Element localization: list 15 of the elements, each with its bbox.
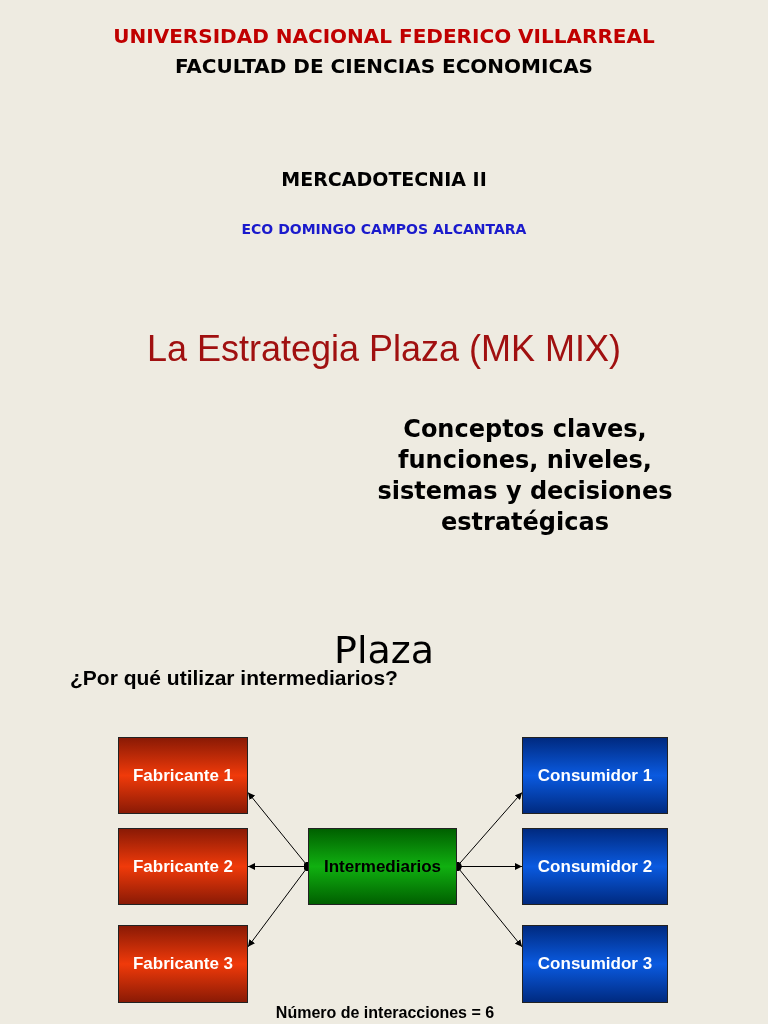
process-box: Fabricante 2 xyxy=(118,828,248,905)
subtitle-text: Conceptos claves, funciones, niveles, sistemas y decisiones estratégicas xyxy=(376,414,674,538)
note-text: Número de interacciones = 6 xyxy=(274,1004,496,1022)
process-box: Intermediarios xyxy=(308,828,457,905)
course-title: MERCADOTECNIA II xyxy=(280,168,488,190)
process-box: Fabricante 1 xyxy=(118,737,248,814)
heading-text: FACULTAD DE CIENCIAS ECONOMICAS xyxy=(174,54,594,78)
process-box: Consumidor 3 xyxy=(522,925,668,1003)
process-box: Fabricante 3 xyxy=(118,925,248,1003)
process-box: Consumidor 2 xyxy=(522,828,668,905)
question-text: ¿Por qué utilizar intermediarios? xyxy=(70,666,399,690)
slide-title: La Estrategia Plaza (MK MIX) xyxy=(145,328,623,370)
process-box: Consumidor 1 xyxy=(522,737,668,814)
heading-text: UNIVERSIDAD NACIONAL FEDERICO VILLARREAL xyxy=(112,24,656,48)
author-name: ECO DOMINGO CAMPOS ALCANTARA xyxy=(240,221,528,237)
